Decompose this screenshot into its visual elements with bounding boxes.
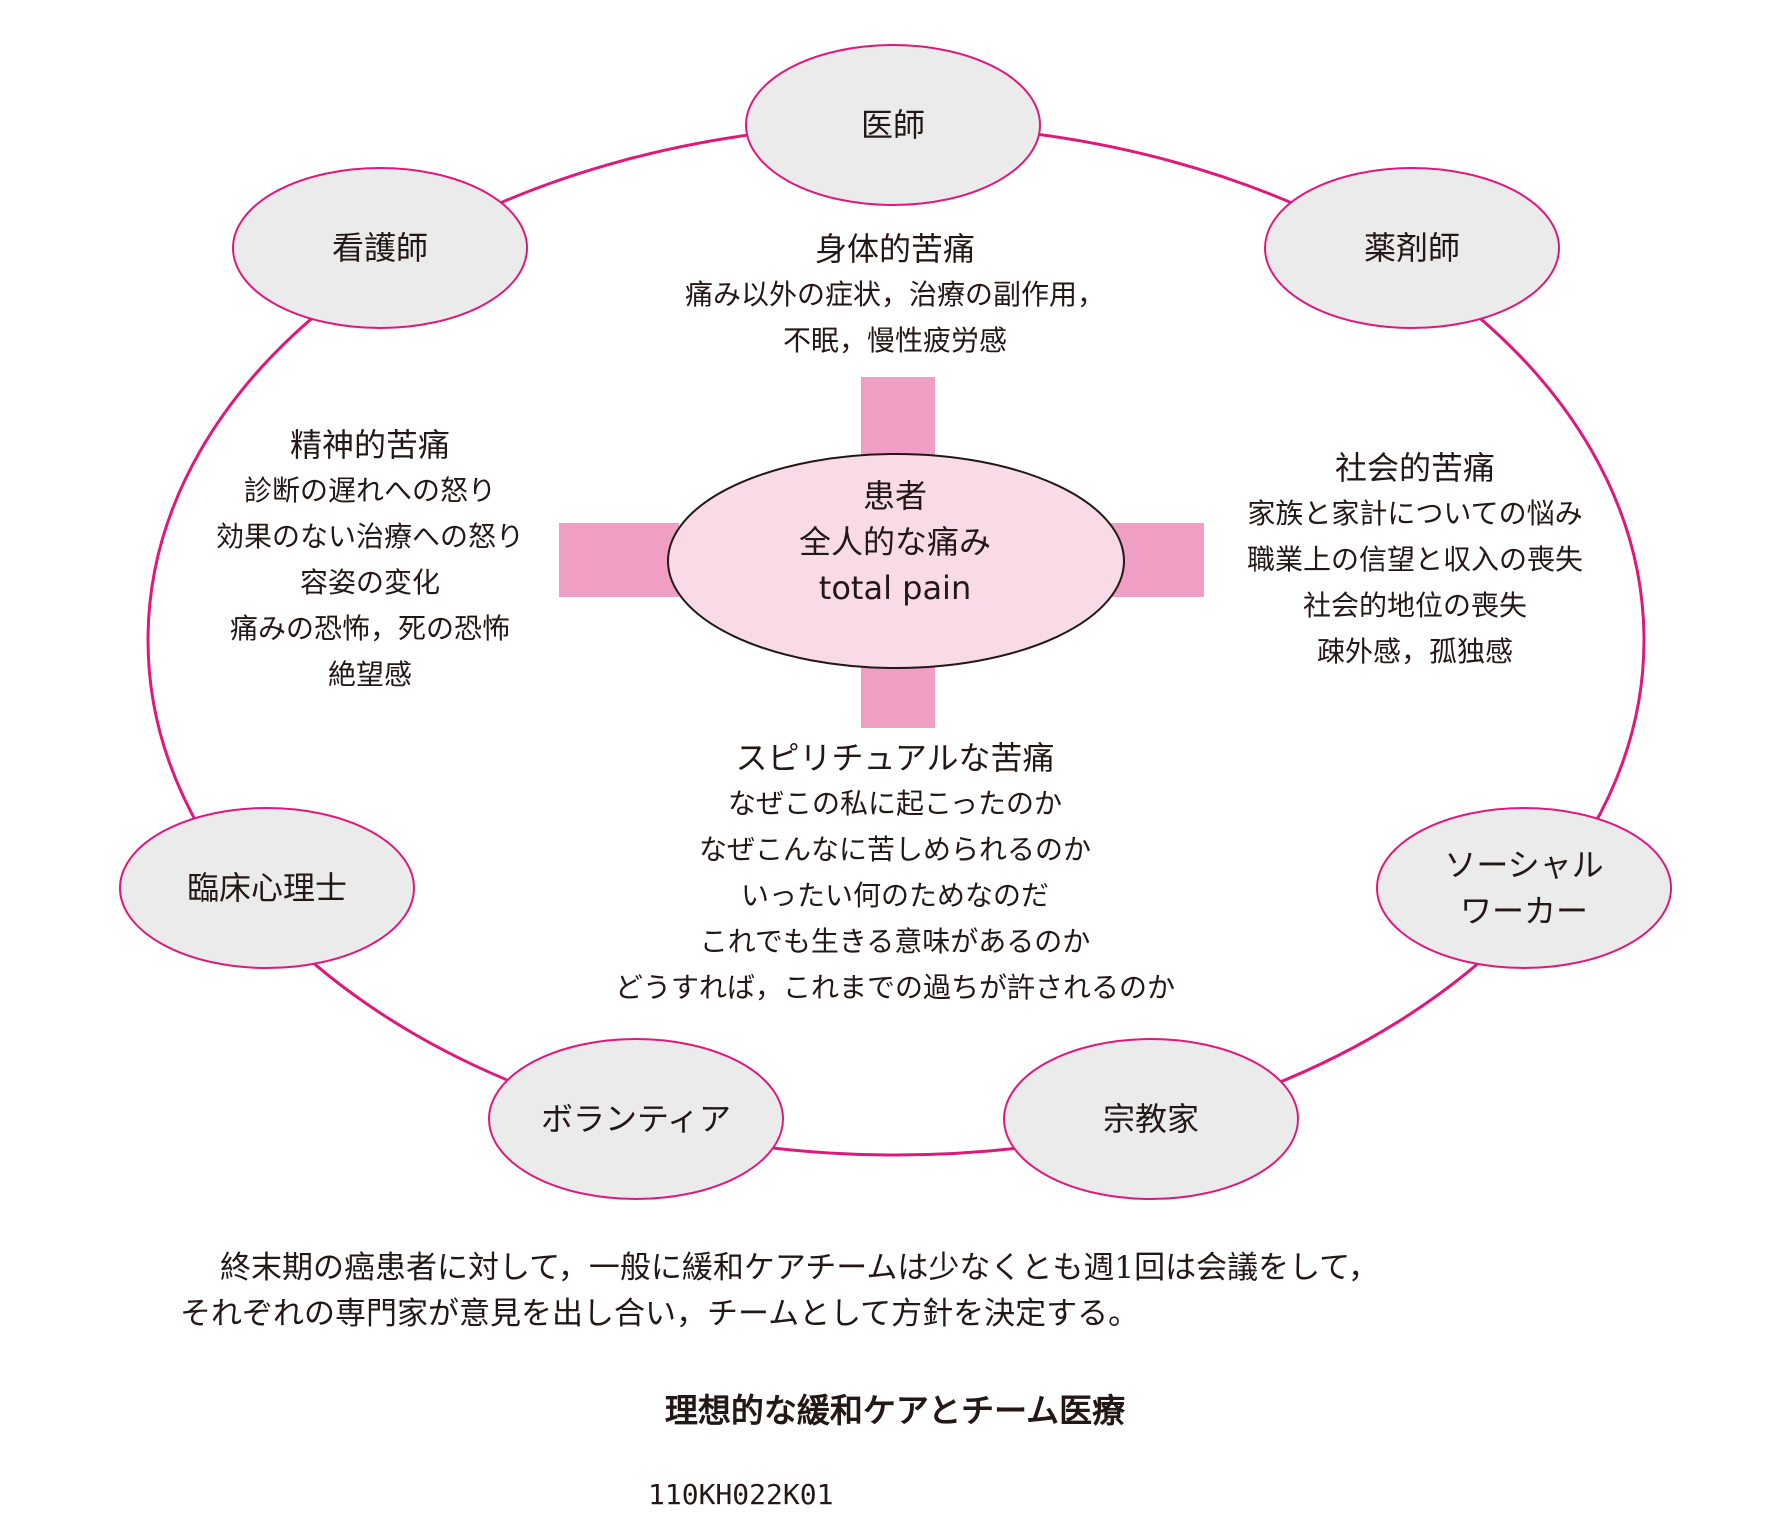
doctor-ellipse: [745, 44, 1041, 206]
volunteer-ellipse: [488, 1038, 784, 1200]
role-social-worker-label-1: ソーシャル: [1444, 846, 1604, 884]
mental-pain-block: 精神的苦痛 診断の遅れへの怒り 効果のない治療への怒り 容姿の変化 痛みの恐怖，…: [170, 422, 570, 698]
social-pain-title: 社会的苦痛: [1334, 449, 1495, 487]
social-pain-line: 職業上の信望と収入の喪失: [1246, 543, 1583, 576]
cross-bar-top: [861, 377, 935, 457]
center-line-patient: 患者: [862, 477, 927, 515]
spiritual-pain-line: なぜこんなに苦しめられるのか: [698, 833, 1091, 866]
figure-title: 理想的な緩和ケアとチーム医療: [664, 1391, 1126, 1430]
religious-ellipse: [1003, 1038, 1299, 1200]
role-pharmacist: 薬剤師: [1312, 225, 1512, 271]
physical-pain-title: 身体的苦痛: [814, 230, 975, 268]
social-pain-block: 社会的苦痛 家族と家計についての悩み 職業上の信望と収入の喪失 社会的地位の喪失…: [1205, 445, 1625, 675]
mental-pain-line: 絶望感: [327, 658, 412, 691]
physical-pain-line: 不眠，慢性疲労感: [782, 324, 1007, 357]
caption: 終末期の癌患者に対して，一般に緩和ケアチームは少なくとも週1回は会議をして， そ…: [180, 1245, 1600, 1337]
figure-code: 110KH022K01: [648, 1478, 834, 1511]
role-psychologist: 臨床心理士: [157, 865, 377, 911]
psychologist-ellipse: [119, 807, 415, 969]
role-nurse: 看護師: [280, 225, 480, 271]
role-pharmacist-label: 薬剤師: [1363, 229, 1460, 267]
role-volunteer: ボランティア: [516, 1096, 756, 1142]
patient-ellipse: [667, 453, 1125, 669]
spiritual-pain-line: どうすれば，これまでの過ちが許されるのか: [614, 971, 1175, 1004]
social-pain-line: 社会的地位の喪失: [1302, 589, 1527, 622]
spiritual-pain-block: スピリチュアルな苦痛 なぜこの私に起こったのか なぜこんなに苦しめられるのか い…: [545, 735, 1245, 1011]
spiritual-pain-line: なぜこの私に起こったのか: [727, 787, 1063, 820]
physical-pain-line: 痛み以外の症状，治療の副作用，: [684, 278, 1105, 311]
nurse-ellipse: [232, 167, 528, 329]
pharmacist-ellipse: [1264, 167, 1560, 329]
mental-pain-line: 効果のない治療への怒り: [215, 520, 524, 553]
role-religious: 宗教家: [1051, 1096, 1251, 1142]
mental-pain-title: 精神的苦痛: [289, 426, 450, 464]
mental-pain-line: 診断の遅れへの怒り: [243, 474, 496, 507]
cross-bar-left: [559, 523, 679, 597]
role-religious-label: 宗教家: [1102, 1100, 1199, 1138]
role-social-worker: ソーシャル ワーカー: [1404, 842, 1644, 934]
cross-bar-bottom: [861, 660, 935, 728]
patient-center: 患者 全人的な痛み total pain: [665, 473, 1125, 611]
role-social-worker-label-2: ワーカー: [1459, 892, 1588, 930]
role-nurse-label: 看護師: [331, 229, 428, 267]
social-worker-ellipse: [1376, 807, 1672, 969]
mental-pain-line: 容姿の変化: [299, 566, 440, 599]
center-line-total-pain-en: total pain: [818, 569, 972, 607]
social-pain-line: 家族と家計についての悩み: [1247, 497, 1583, 530]
caption-line-1: 終末期の癌患者に対して，一般に緩和ケアチームは少なくとも週1回は会議をして，: [220, 1250, 1379, 1286]
physical-pain-block: 身体的苦痛 痛み以外の症状，治療の副作用， 不眠，慢性疲労感: [560, 226, 1230, 364]
role-doctor-label: 医師: [860, 106, 925, 144]
role-doctor: 医師: [793, 102, 993, 148]
caption-line-2: それぞれの専門家が意見を出し合い，チームとして方針を決定する。: [180, 1296, 1140, 1332]
mental-pain-line: 痛みの恐怖，死の恐怖: [229, 612, 510, 645]
spiritual-pain-line: いったい何のためなのだ: [740, 879, 1049, 912]
spiritual-pain-title: スピリチュアルな苦痛: [735, 739, 1055, 777]
role-volunteer-label: ボランティア: [540, 1100, 732, 1138]
social-pain-line: 疎外感，孤独感: [1316, 635, 1513, 668]
center-line-total-pain-jp: 全人的な痛み: [798, 523, 991, 561]
role-psychologist-label: 臨床心理士: [186, 869, 347, 907]
spiritual-pain-line: これでも生きる意味があるのか: [699, 925, 1091, 958]
